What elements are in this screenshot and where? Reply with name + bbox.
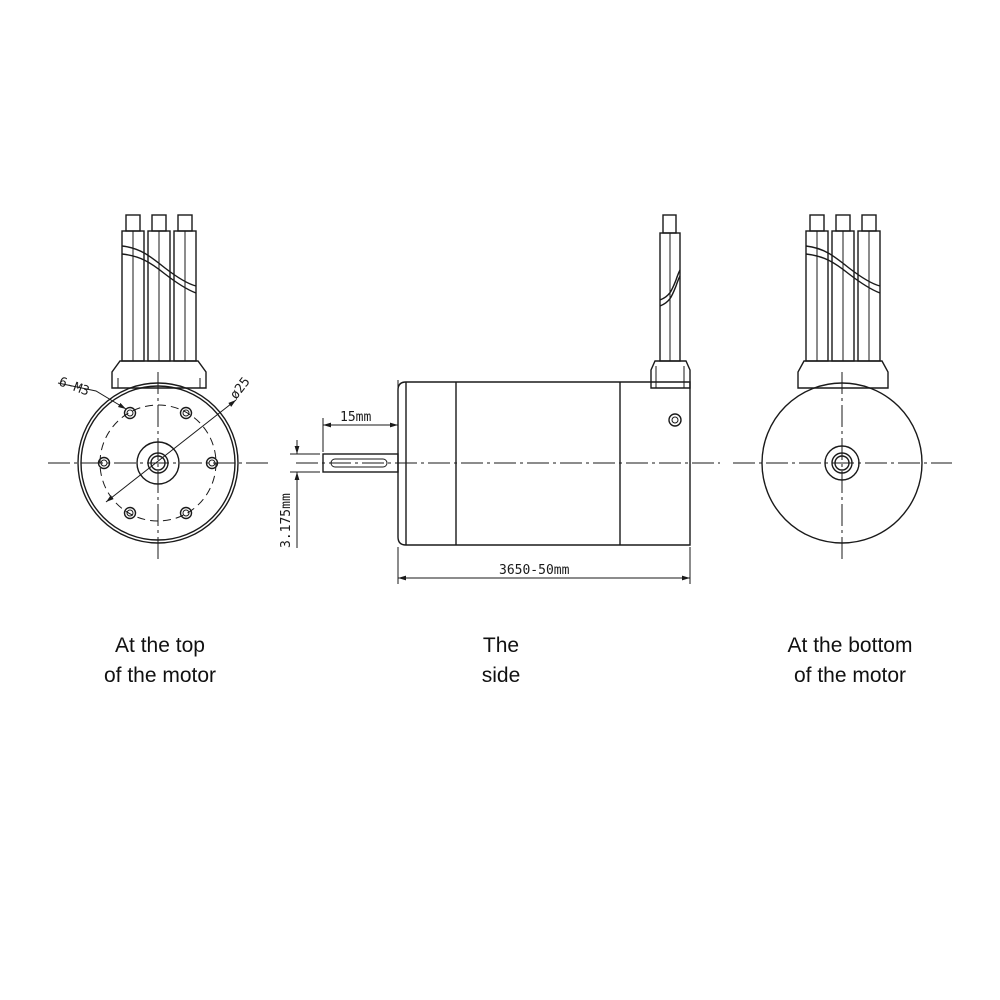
side-view-caption-line2: side	[481, 664, 521, 687]
bottom-view-wire-bundle	[805, 214, 881, 362]
top-view-caption-line2: of the motor	[103, 664, 217, 687]
top-view-wire-bundle	[121, 214, 197, 362]
top-view-diameter-callout: ø25	[227, 375, 253, 403]
side-view-wire	[659, 214, 681, 362]
bottom-view-caption-line2: of the motor	[793, 664, 907, 687]
side-view: 15mm 3.175mm 3650-50mm	[279, 214, 720, 584]
top-view-caption: At the top of the motor	[60, 631, 260, 691]
side-view-shaft-length-text: 15mm	[340, 410, 371, 425]
side-view-screw	[668, 413, 682, 427]
top-view: 6-M3 ø25	[48, 214, 270, 560]
top-view-cable-housing	[111, 360, 207, 389]
side-view-shaft-diameter-text: 3.175mm	[279, 493, 294, 548]
top-view-diameter-dimension-line	[105, 399, 237, 503]
side-view-body-length-text: 3650-50mm	[499, 563, 570, 578]
bottom-view-caption-line1: At the bottom	[787, 634, 913, 657]
side-view-caption: The side	[451, 631, 551, 691]
bottom-view-cable-housing	[797, 360, 889, 389]
top-view-caption-line1: At the top	[115, 634, 205, 657]
bottom-view-caption: At the bottom of the motor	[750, 631, 950, 691]
bottom-view	[733, 214, 952, 560]
top-view-hole-callout: 6-M3	[57, 375, 92, 400]
side-view-caption-line1: The	[482, 634, 520, 657]
top-view-hole-leader	[57, 382, 127, 410]
